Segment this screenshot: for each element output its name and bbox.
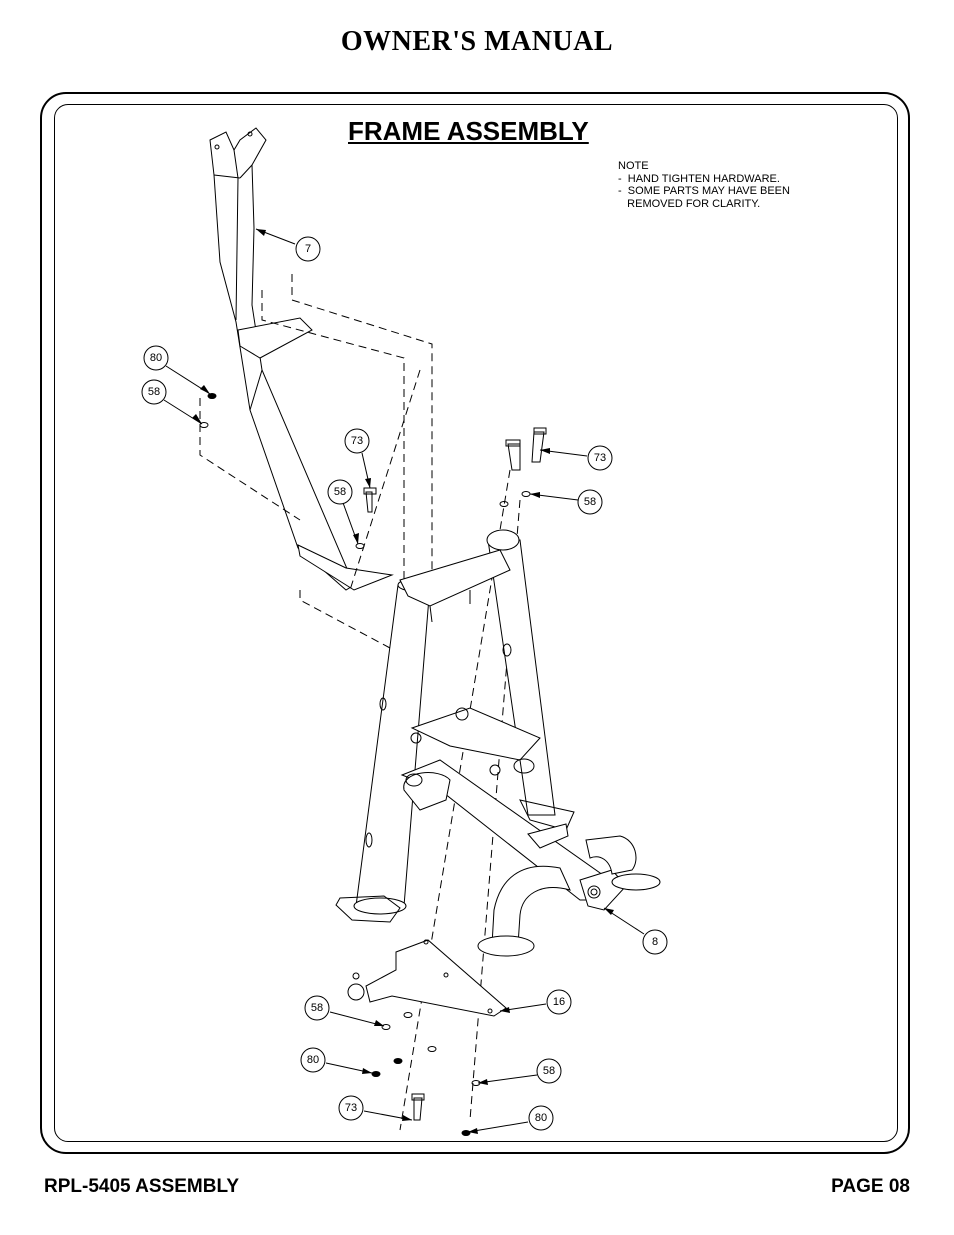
upright-part-7 (209, 127, 394, 591)
callout-80: 80 (307, 1054, 319, 1066)
right-tube (486, 529, 575, 831)
callout-16: 16 (553, 996, 565, 1008)
callout-58: 58 (543, 1065, 555, 1077)
section-title: FRAME ASSEMBLY (348, 116, 589, 146)
callout-80: 80 (150, 352, 162, 364)
callout-7: 7 (305, 243, 311, 255)
callout-58: 58 (334, 486, 346, 498)
callout-58: 58 (148, 386, 160, 398)
note-heading: NOTE (618, 160, 649, 172)
page-frame-inner (54, 104, 898, 1142)
page-frame-outer (40, 92, 910, 1154)
callout-73: 73 (345, 1102, 357, 1114)
note-line: REMOVED FOR CLARITY. (618, 197, 761, 210)
callout-73: 73 (594, 452, 606, 464)
footer-page-number: PAGE 08 (831, 1176, 910, 1197)
footer-model: RPL-5405 ASSEMBLY (44, 1176, 239, 1197)
manual-title: OWNER'S MANUAL (340, 26, 614, 57)
callout-58: 58 (584, 496, 596, 508)
callout-73: 73 (351, 435, 363, 447)
note-line: - SOME PARTS MAY HAVE BEEN (618, 185, 790, 197)
assembly-note: NOTE - HAND TIGHTEN HARDWARE. - SOME PAR… (618, 160, 790, 210)
note-line: - HAND TIGHTEN HARDWARE. (618, 172, 780, 185)
left-tube (335, 578, 431, 923)
callout-80: 80 (535, 1112, 547, 1124)
callout-58: 58 (311, 1002, 323, 1014)
callout-8: 8 (652, 936, 658, 948)
